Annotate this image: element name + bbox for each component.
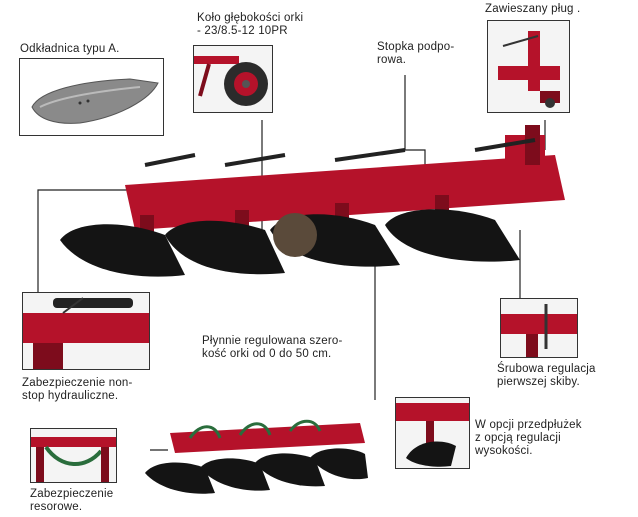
hydraulic-protection-inset xyxy=(22,292,150,370)
hydraulic-protection-label: Zabezpieczenie non- stop hydrauliczne. xyxy=(22,377,133,402)
width-adjust-label: Płynnie regulowana szero- kość orki od 0… xyxy=(202,335,343,360)
mounted-plough-inset xyxy=(487,20,570,113)
screw-adjust-inset xyxy=(500,298,578,358)
screw-adjust-label: Śrubowa regulacja pierwszej skiby. xyxy=(497,363,596,388)
depth-wheel-label: Koło głębokości orki - 23/8.5-12 10PR xyxy=(197,12,304,37)
spring-protection-inset xyxy=(30,428,117,483)
moldboard-image xyxy=(31,78,159,124)
mounted-plough-label: Zawieszany pług . xyxy=(485,3,581,15)
skimmer-image xyxy=(396,403,469,467)
hydraulic-protection-image xyxy=(23,297,149,369)
secondary-plough-image xyxy=(145,419,368,494)
spring-protection-label: Zabezpieczenie resorowe. xyxy=(30,488,114,513)
mounted-plough-image xyxy=(498,31,560,108)
depth-wheel-inset xyxy=(193,45,273,113)
support-foot-label: Stopka podpo- rowa. xyxy=(377,41,455,66)
skimmer-label: W opcji przedpłużek z opcją regulacji wy… xyxy=(475,419,582,457)
depth-wheel-image xyxy=(194,56,268,106)
skimmer-inset xyxy=(395,397,470,469)
moldboard-inset xyxy=(19,58,164,136)
spring-protection-image xyxy=(31,437,116,482)
screw-adjust-image xyxy=(501,304,577,357)
main-plough-image xyxy=(60,125,565,277)
moldboard-label: Odkładnica typu A. xyxy=(20,43,120,55)
